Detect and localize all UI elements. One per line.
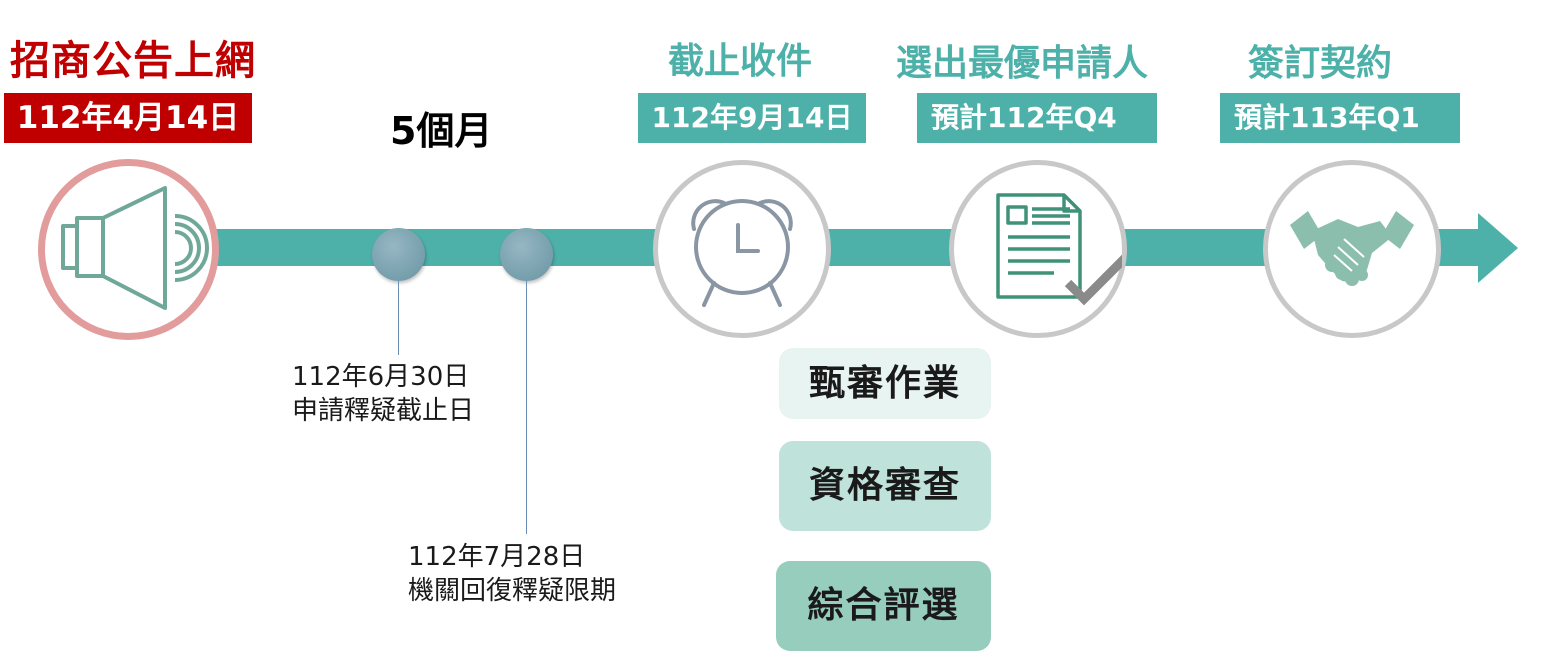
document-check-icon	[996, 193, 1122, 306]
milestone-label: 機關回復釋疑限期	[408, 576, 617, 606]
milestone-dot	[500, 228, 553, 281]
deadline-stage-title: 截止收件	[668, 41, 813, 82]
select-stage-date: 預計112年Q4	[917, 93, 1157, 143]
start-stage-title: 招商公告上網	[10, 38, 256, 84]
milestone-connector	[526, 281, 527, 534]
review-step-screening: 甄審作業	[779, 348, 991, 419]
timeline-arrow-icon	[1478, 213, 1518, 283]
review-step-evaluation: 綜合評選	[776, 561, 991, 651]
duration-label: 5個月	[390, 109, 493, 153]
announcement-circle	[38, 159, 219, 340]
contract-circle	[1263, 160, 1441, 338]
milestone-1-text: 112年6月30日 申請釋疑截止日	[292, 360, 474, 428]
milestone-2-text: 112年7月28日 機關回復釋疑限期	[408, 540, 616, 608]
deadline-circle	[653, 160, 831, 338]
contract-stage-title: 簽訂契約	[1248, 43, 1393, 84]
milestone-label: 申請釋疑截止日	[292, 396, 475, 426]
megaphone-icon	[61, 186, 209, 310]
alarm-clock-icon	[691, 199, 793, 307]
milestone-dot	[372, 228, 425, 281]
deadline-stage-date: 112年9月14日	[638, 93, 866, 143]
review-step-qualification: 資格審查	[779, 441, 991, 531]
select-stage-title: 選出最優申請人	[896, 43, 1149, 84]
start-stage-date: 112年4月14日	[4, 93, 252, 143]
milestone-date: 112年6月30日	[292, 362, 470, 392]
contract-stage-date: 預計113年Q1	[1220, 93, 1460, 143]
selection-circle	[949, 160, 1127, 338]
milestone-connector	[398, 281, 399, 355]
milestone-date: 112年7月28日	[408, 542, 586, 572]
handshake-icon	[1290, 211, 1414, 286]
